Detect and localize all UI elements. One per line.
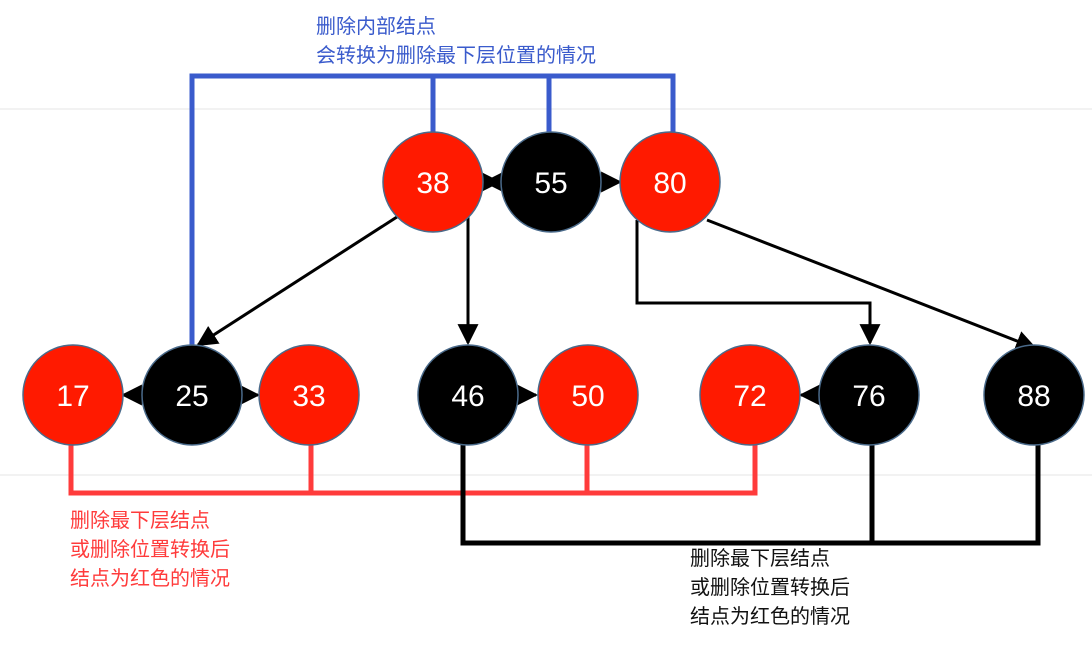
caption-line: 或删除位置转换后 [70,537,230,561]
edge-80-88 [706,218,1037,351]
node-72: 72 [699,344,801,446]
node-38: 38 [382,131,484,233]
node-25: 25 [141,344,243,446]
node-88: 88 [983,344,1085,446]
node-label: 46 [451,380,484,413]
black-leaf-bracket [460,440,1041,546]
caption-line: 删除最下层结点 [690,546,830,570]
caption-line: 会转换为删除最下层位置的情况 [316,43,596,67]
node-label: 50 [571,380,604,413]
internal-delete-caption: 删除内部结点 会转换为删除最下层位置的情况 [316,12,596,70]
caption-line: 删除最下层结点 [70,508,210,532]
caption-line: 删除内部结点 [316,14,436,38]
node-33: 33 [258,344,360,446]
node-label: 55 [534,167,567,200]
node-46: 46 [417,344,519,446]
caption-line: 结点为红色的情况 [690,604,850,628]
node-50: 50 [537,344,639,446]
node-17: 17 [22,344,124,446]
red-leaf-caption: 删除最下层结点 或删除位置转换后 结点为红色的情况 [70,506,230,593]
node-label: 76 [852,380,885,413]
red-leaf-bracket [68,436,758,496]
node-label: 88 [1017,380,1050,413]
node-label: 17 [56,380,89,413]
node-55: 55 [500,131,602,233]
node-80: 80 [619,131,721,233]
node-label: 25 [175,380,208,413]
node-76: 76 [818,344,920,446]
node-label: 38 [416,167,449,200]
caption-line: 结点为红色的情况 [70,566,230,590]
edge-38-25 [196,213,401,347]
caption-line: 或删除位置转换后 [690,575,850,599]
node-label: 72 [733,380,766,413]
node-label: 33 [292,380,325,413]
node-label: 80 [653,167,686,200]
black-leaf-caption: 删除最下层结点 或删除位置转换后 结点为红色的情况 [690,544,850,631]
edge-80-76 [635,220,881,346]
